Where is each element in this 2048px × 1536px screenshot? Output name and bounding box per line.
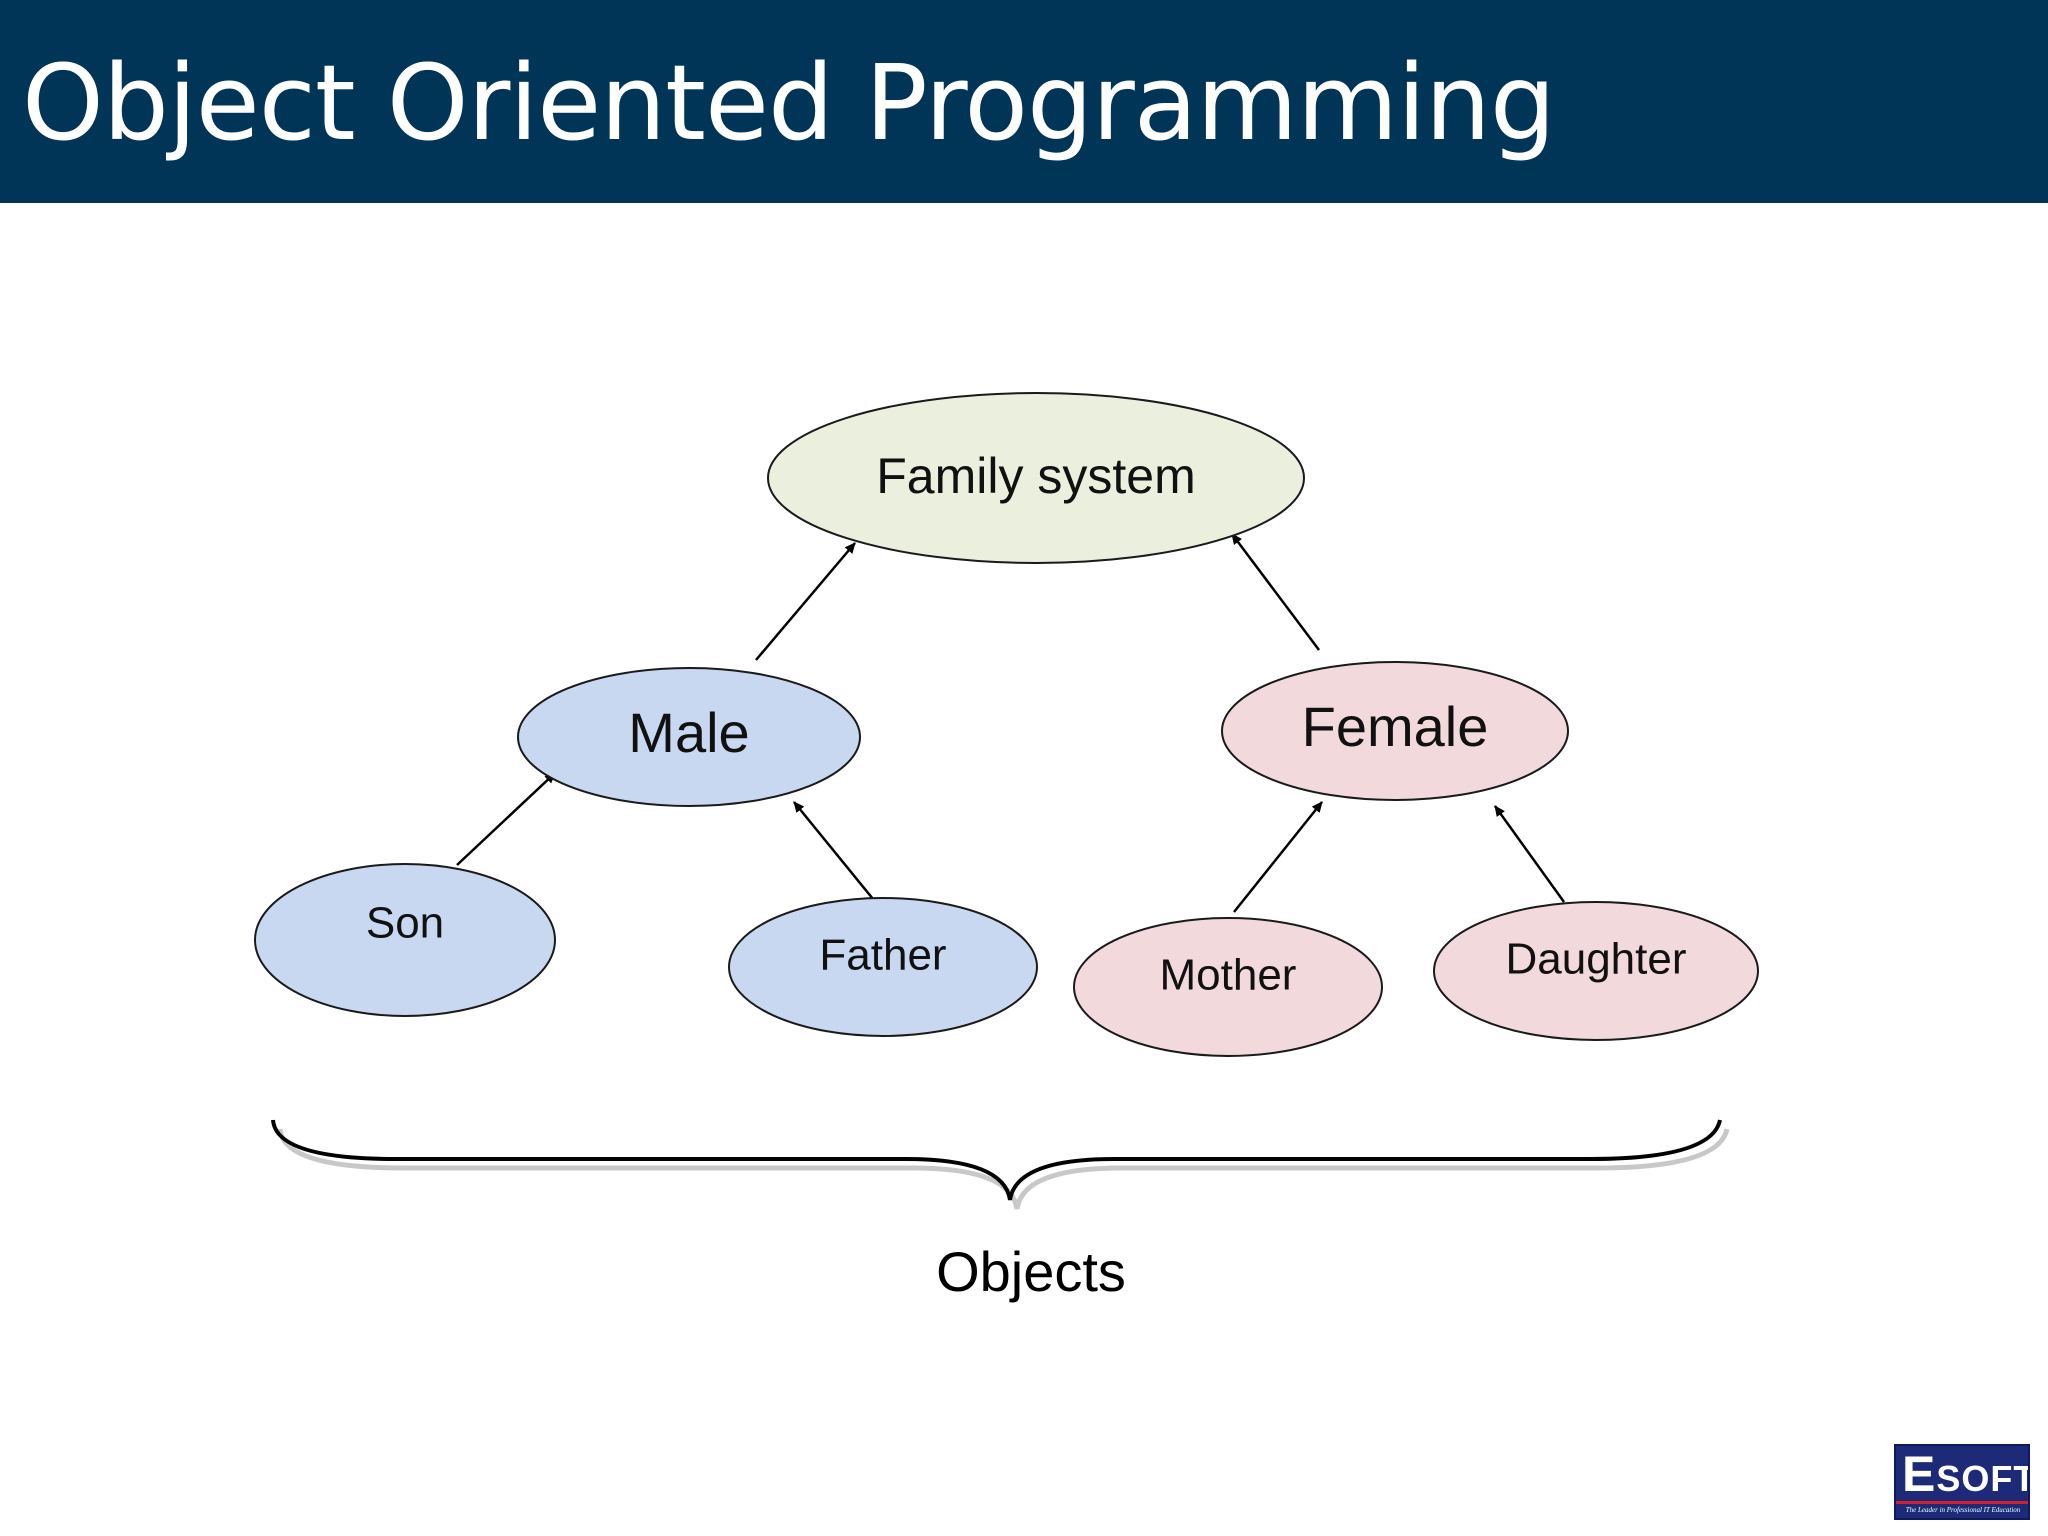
node-son-shape xyxy=(254,863,556,1017)
arrow-male-to-family xyxy=(755,542,856,661)
node-female: Female xyxy=(1221,661,1569,801)
node-family-system: Family system xyxy=(767,392,1305,564)
node-father: Father xyxy=(728,897,1038,1037)
arrow-daughter-to-female xyxy=(1493,805,1566,903)
arrow-father-to-male xyxy=(793,801,874,900)
node-mother-label: Mother xyxy=(1160,951,1297,1000)
node-father-shape xyxy=(728,897,1038,1037)
node-daughter-label: Daughter xyxy=(1505,935,1686,984)
esoft-logo: ESOFT The Leader in Professional IT Educ… xyxy=(1894,1444,2030,1520)
node-daughter-shape xyxy=(1433,901,1759,1041)
arrow-son-to-male xyxy=(456,772,556,866)
node-female-shape xyxy=(1221,661,1569,801)
node-family-system-label: Family system xyxy=(876,448,1195,504)
esoft-logo-tagline: The Leader in Professional IT Education xyxy=(1905,1506,2021,1514)
esoft-logo-mark: ESOFT xyxy=(1902,1446,2030,1502)
node-son-label: Son xyxy=(366,899,444,948)
node-male-shape xyxy=(517,667,861,807)
curly-brace-shadow xyxy=(277,1128,1730,1210)
node-family-system-shape xyxy=(767,392,1305,564)
node-mother-shape xyxy=(1073,917,1383,1057)
brace-label-objects: Objects xyxy=(936,1240,1126,1303)
node-mother: Mother xyxy=(1073,917,1383,1057)
node-son: Son xyxy=(254,863,556,1017)
node-male-label: Male xyxy=(628,701,749,764)
node-male: Male xyxy=(517,667,861,807)
node-daughter: Daughter xyxy=(1433,901,1759,1041)
title-bar: Object Oriented Programming xyxy=(0,0,2048,203)
arrow-female-to-family xyxy=(1231,533,1320,651)
node-female-label: Female xyxy=(1302,695,1489,758)
curly-brace xyxy=(271,1119,1722,1201)
node-father-label: Father xyxy=(819,931,946,980)
arrow-mother-to-female xyxy=(1233,801,1323,913)
slide-title: Object Oriented Programming xyxy=(22,42,1556,164)
esoft-logo-stripe xyxy=(1896,1501,2028,1504)
